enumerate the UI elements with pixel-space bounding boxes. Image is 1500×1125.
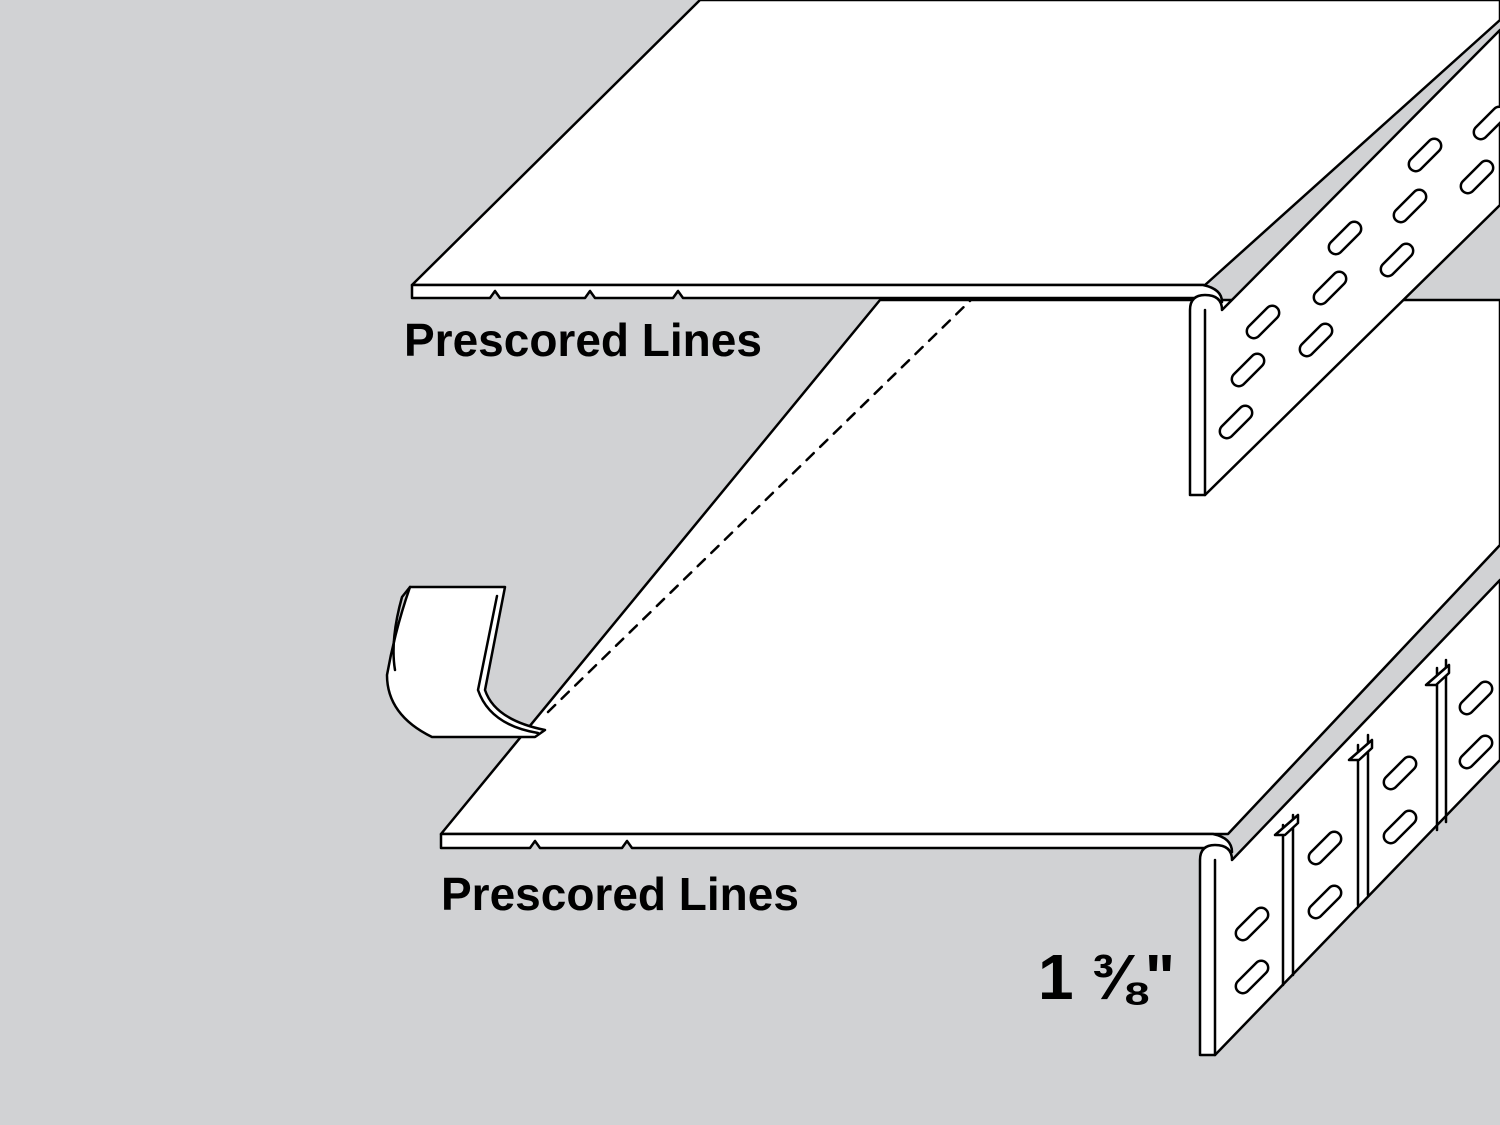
upper-slots [1218, 105, 1500, 440]
upper-trim-piece [410, 0, 1500, 497]
lower-slots [1234, 680, 1494, 995]
dimension-whole: 1 [1038, 941, 1074, 1013]
dimension-label: 1 ⅜" [1038, 945, 1175, 1009]
lower-front-lip [439, 832, 1234, 854]
peel-off-tape-strip [385, 585, 547, 739]
bottom-prescored-label: Prescored Lines [441, 868, 799, 920]
tape-tear-line [546, 294, 977, 714]
lower-return-flange [1198, 578, 1500, 1057]
lower-trim-piece [439, 298, 1500, 1057]
top-prescored-label: Prescored Lines [404, 314, 762, 366]
dimension-fraction: ⅜" [1091, 941, 1176, 1013]
lower-flange-breaks [1281, 658, 1448, 987]
